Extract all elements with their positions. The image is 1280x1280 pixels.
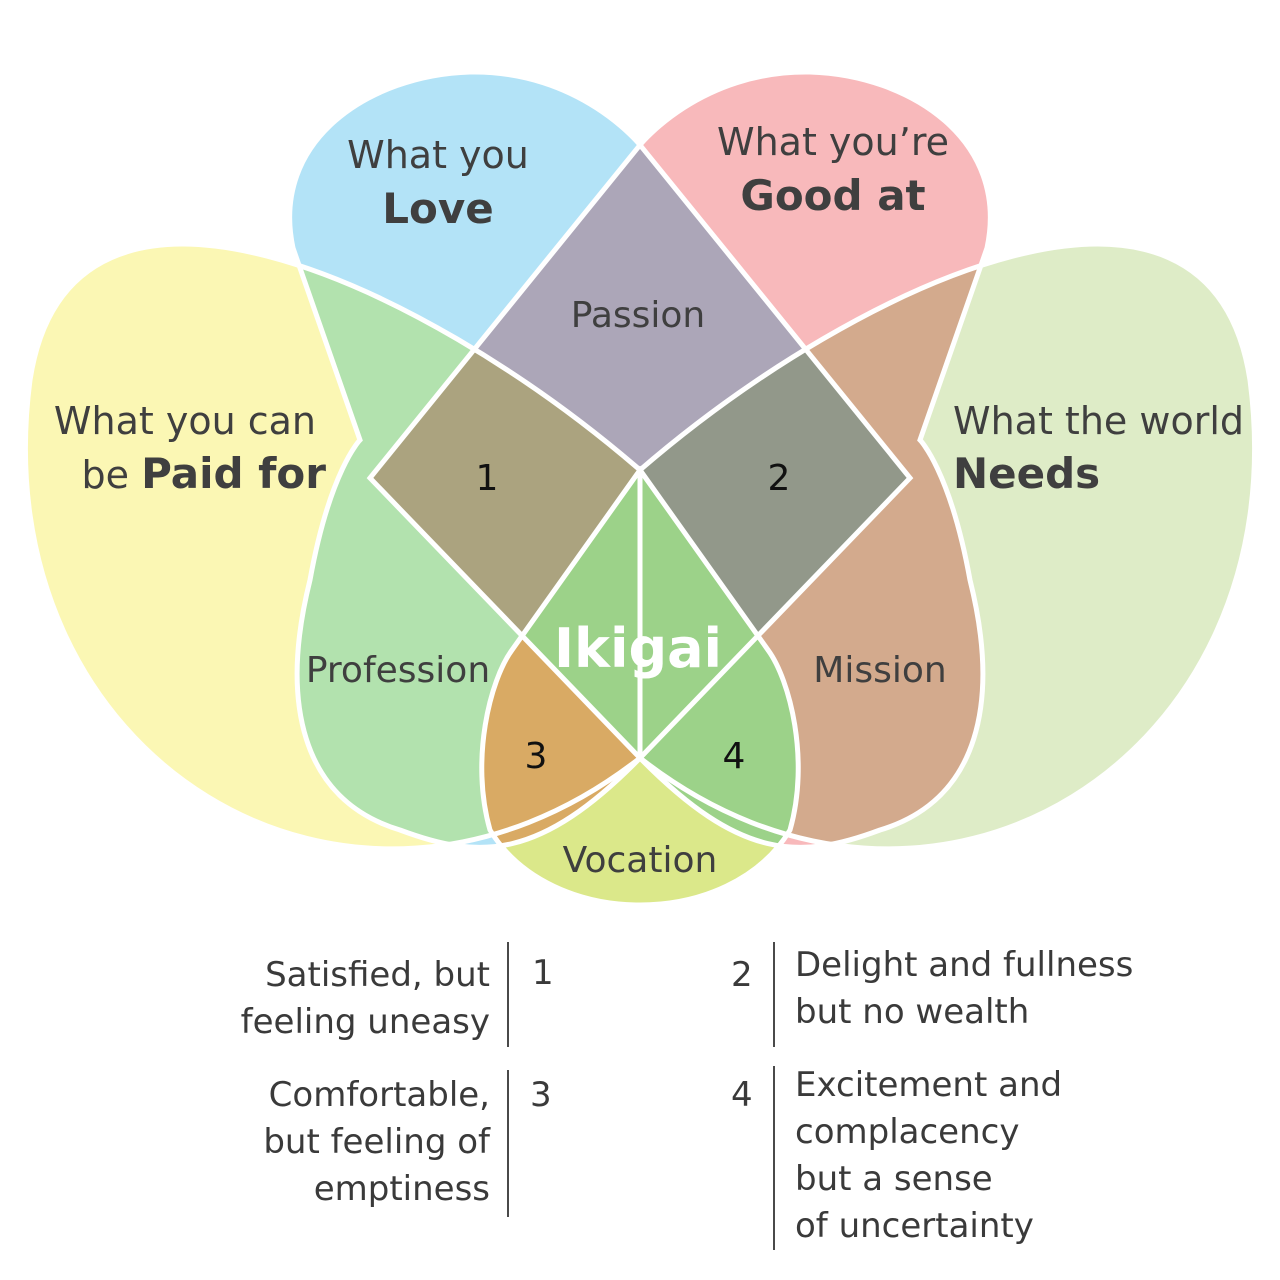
region-1-label: 1 — [476, 458, 499, 499]
legend-text-1: Satisfied, but feeling uneasy — [240, 955, 490, 1042]
legend-num-1: 1 — [532, 953, 554, 993]
legend-text-2: Delight and fullness but no wealth — [795, 945, 1134, 1032]
paid-for-label-line2: be Paid for — [81, 449, 326, 498]
region-3-label: 3 — [525, 736, 548, 777]
legend-divider-3 — [507, 1070, 509, 1217]
love-label-line1: What you — [347, 133, 529, 177]
needs-label-line2: Needs — [953, 449, 1100, 498]
region-4-label: 4 — [723, 736, 746, 777]
needs-label-line1: What the world — [953, 399, 1244, 443]
ikigai-venn-diagram: What you Love What you’re Good at What y… — [0, 0, 1280, 930]
region-2-label: 2 — [768, 458, 791, 499]
legend-num-3: 3 — [530, 1075, 552, 1115]
legend-divider-2 — [773, 942, 775, 1047]
legend-text-3: Comfortable, but feeling of emptiness — [263, 1075, 490, 1209]
good-at-label-line2: Good at — [740, 171, 925, 220]
legend-text-4: Excitement and complacency but a sense o… — [795, 1065, 1063, 1246]
passion-label: Passion — [571, 295, 706, 336]
legend-divider-1 — [507, 942, 509, 1047]
love-label-line2: Love — [382, 184, 493, 233]
paid-for-label-line1: What you can — [54, 399, 316, 443]
paid-for-prefix: be — [81, 453, 141, 497]
paid-for-bold: Paid for — [141, 449, 326, 498]
legend-num-2: 2 — [731, 955, 753, 995]
legend-num-4: 4 — [731, 1075, 753, 1115]
good-at-label-line1: What you’re — [717, 120, 949, 164]
profession-label: Profession — [306, 650, 490, 691]
legend-divider-4 — [773, 1066, 775, 1250]
ikigai-label: Ikigai — [554, 617, 722, 680]
mission-label: Mission — [813, 650, 946, 691]
vocation-label: Vocation — [563, 840, 718, 881]
